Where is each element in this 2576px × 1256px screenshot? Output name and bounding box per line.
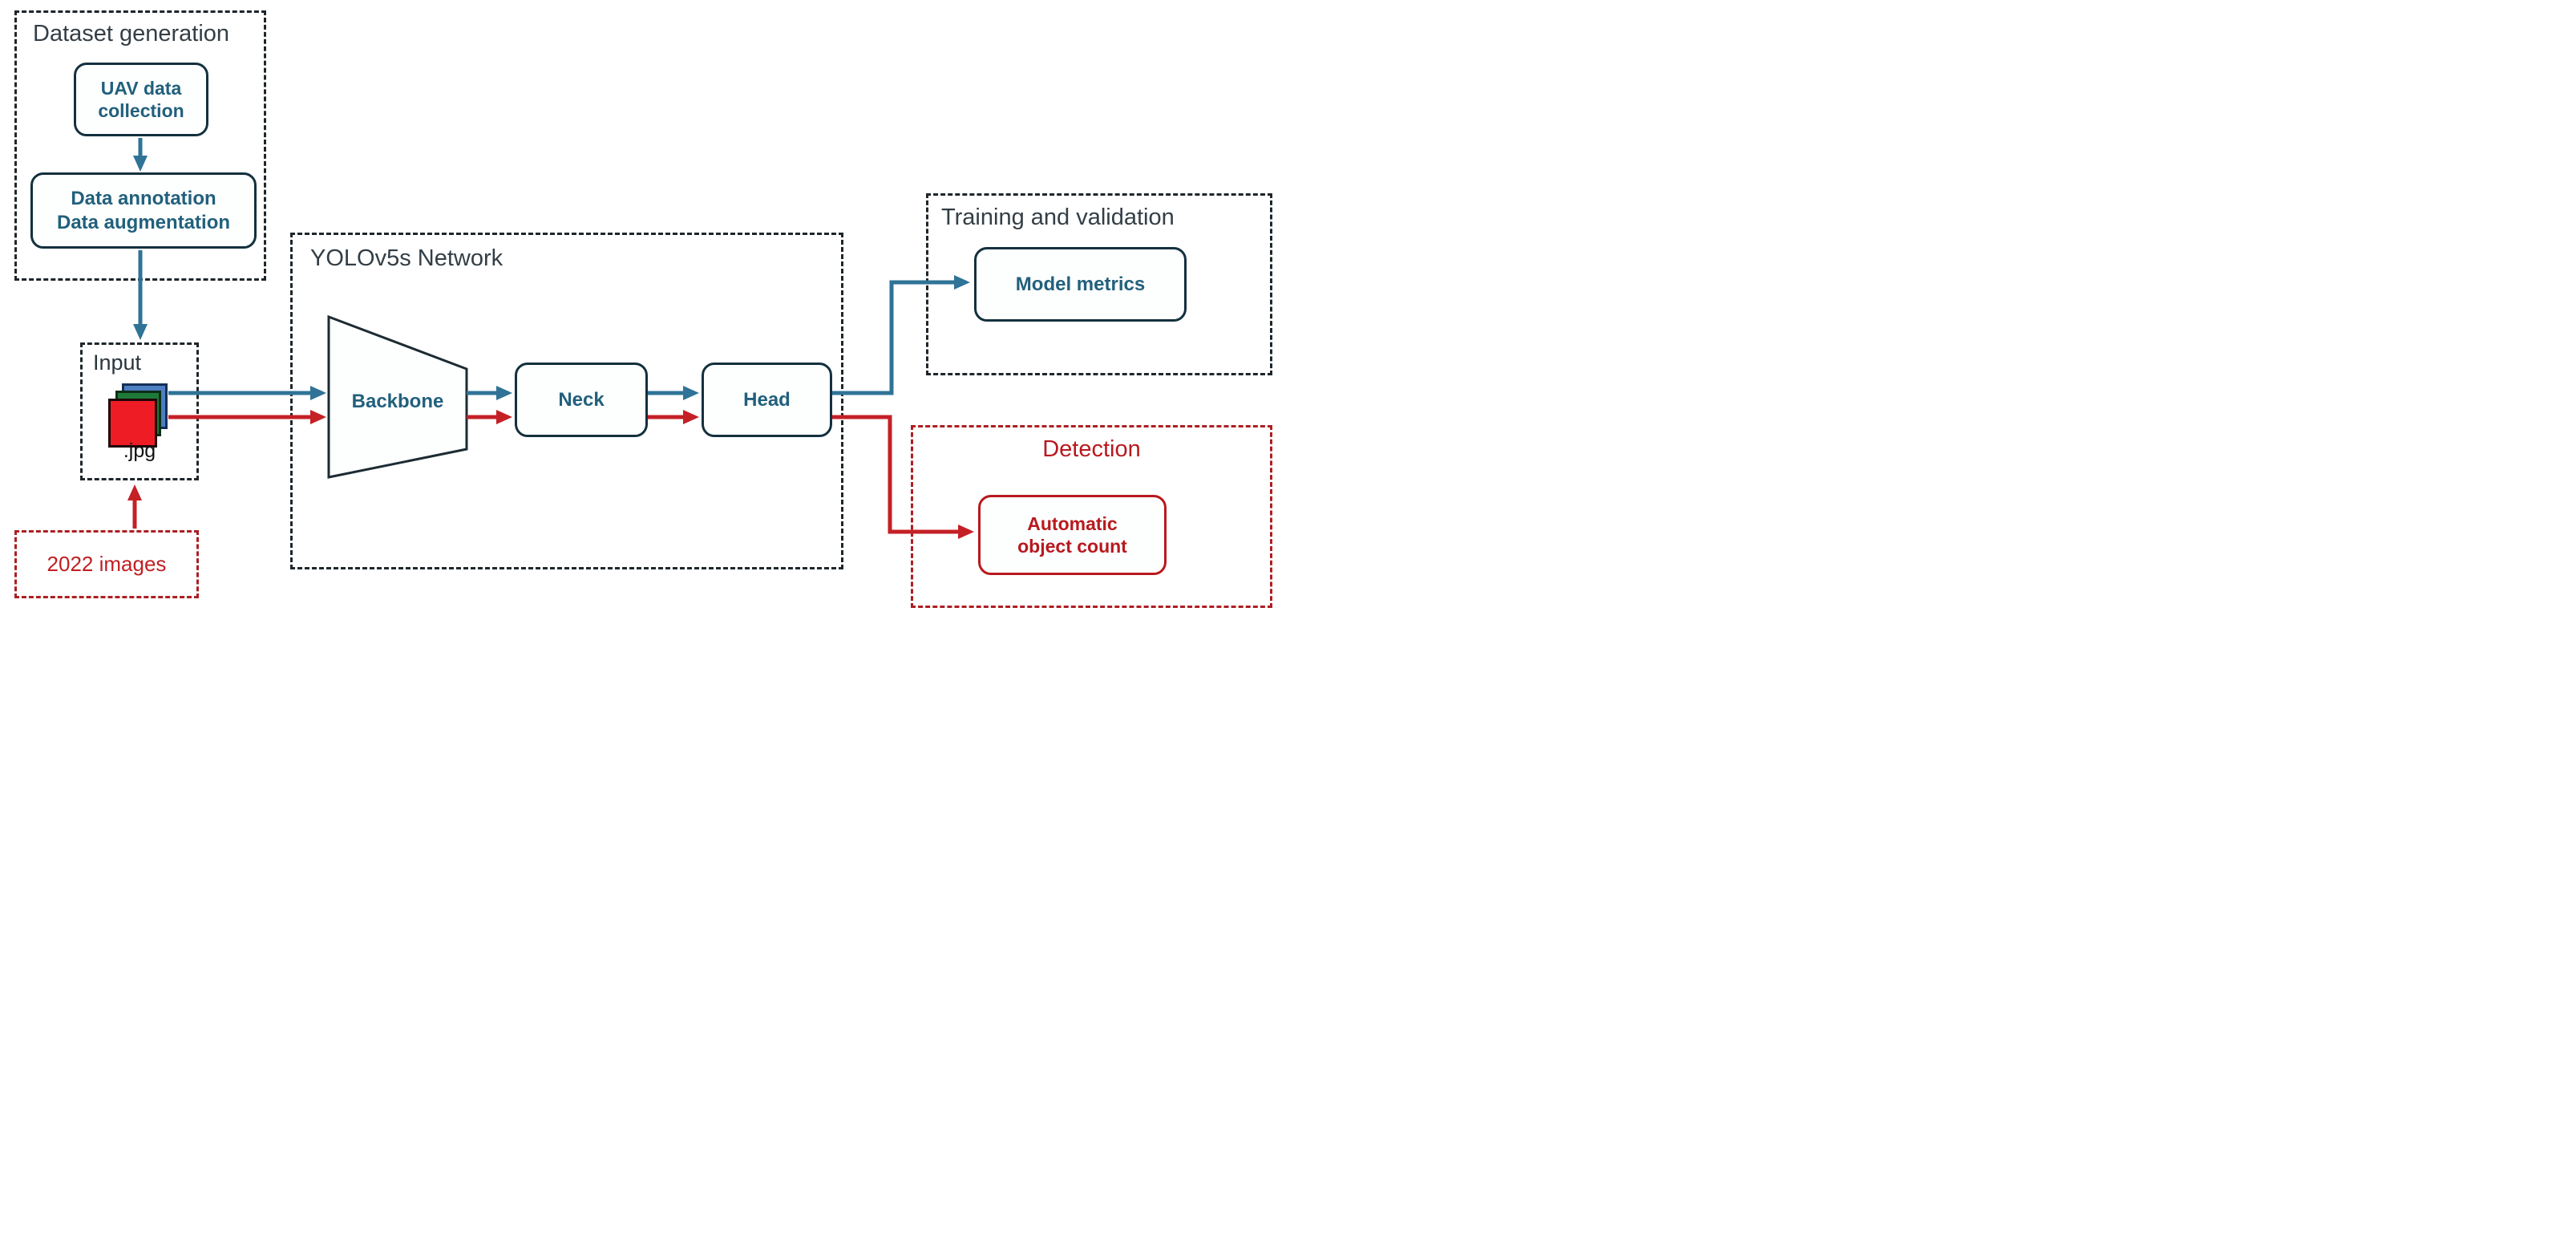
dataset-generation-title: Dataset generation <box>33 21 230 47</box>
uav-label-line2: collection <box>98 100 184 121</box>
auto-count-label-line2: object count <box>1017 536 1127 557</box>
automatic-object-count-node: Automatic object count <box>978 495 1167 575</box>
model-metrics-label: Model metrics <box>1015 273 1146 295</box>
training-validation-title: Training and validation <box>941 205 1175 230</box>
image-layer-red-icon <box>108 399 157 448</box>
head-node: Head <box>702 363 832 437</box>
neck-label: Neck <box>558 388 605 411</box>
auto-count-label-line1: Automatic <box>1027 513 1118 534</box>
annotation-label-line2: Data augmentation <box>56 211 231 233</box>
yolov5s-network-title: YOLOv5s Network <box>310 245 503 271</box>
detection-group: Detection <box>911 425 1272 608</box>
neck-node: Neck <box>515 363 648 437</box>
model-metrics-node: Model metrics <box>974 247 1187 322</box>
images-source-group <box>14 530 199 598</box>
images-source-label: 2022 images <box>47 552 167 576</box>
input-file-type-label: .jpg <box>123 440 156 462</box>
yolov5s-network-group: YOLOv5s Network <box>290 233 843 569</box>
pipeline-diagram: Dataset generation YOLOv5s Network Train… <box>0 0 1288 628</box>
uav-data-collection-node: UAV data collection <box>74 63 208 136</box>
backbone-label: Backbone <box>351 391 444 412</box>
head-label: Head <box>743 388 791 411</box>
data-annotation-node: Data annotation Data augmentation <box>30 172 257 249</box>
uav-label-line1: UAV data <box>100 77 182 99</box>
input-title: Input <box>93 350 142 375</box>
annotation-label-line1: Data annotation <box>71 188 216 210</box>
input-group: Input <box>80 342 199 480</box>
detection-title: Detection <box>1042 436 1141 462</box>
